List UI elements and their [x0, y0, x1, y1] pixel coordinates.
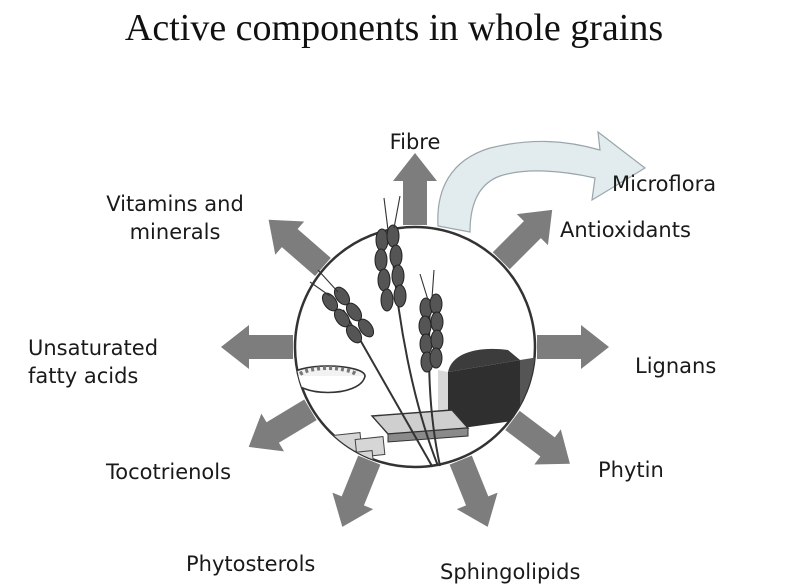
label-lignans: Lignans — [635, 352, 716, 380]
label-phytin: Phytin — [598, 456, 664, 484]
label-vitamins-line2: minerals — [80, 218, 270, 246]
arrow-fibre — [393, 153, 437, 225]
label-sphingolipids: Sphingolipids — [440, 558, 580, 586]
label-fibre: Fibre — [360, 128, 470, 156]
label-unsaturated-line1: Unsaturated — [28, 334, 158, 362]
label-microflora: Microflora — [612, 170, 716, 198]
arrow-sphingolipids — [440, 452, 508, 535]
arrow-phytosterols — [322, 452, 390, 535]
arrow-unsaturated-fatty-acids — [221, 325, 293, 369]
label-vitamins-and-minerals: Vitamins and minerals — [80, 190, 270, 246]
arrow-lignans — [537, 325, 609, 369]
label-unsaturated-line2: fatty acids — [28, 362, 158, 390]
label-tocotrienols: Tocotrienols — [106, 458, 231, 486]
label-vitamins-line1: Vitamins and — [80, 190, 270, 218]
label-unsaturated-fatty-acids: Unsaturated fatty acids — [28, 334, 158, 390]
label-antioxidants: Antioxidants — [560, 216, 691, 244]
label-phytosterols: Phytosterols — [186, 550, 315, 578]
